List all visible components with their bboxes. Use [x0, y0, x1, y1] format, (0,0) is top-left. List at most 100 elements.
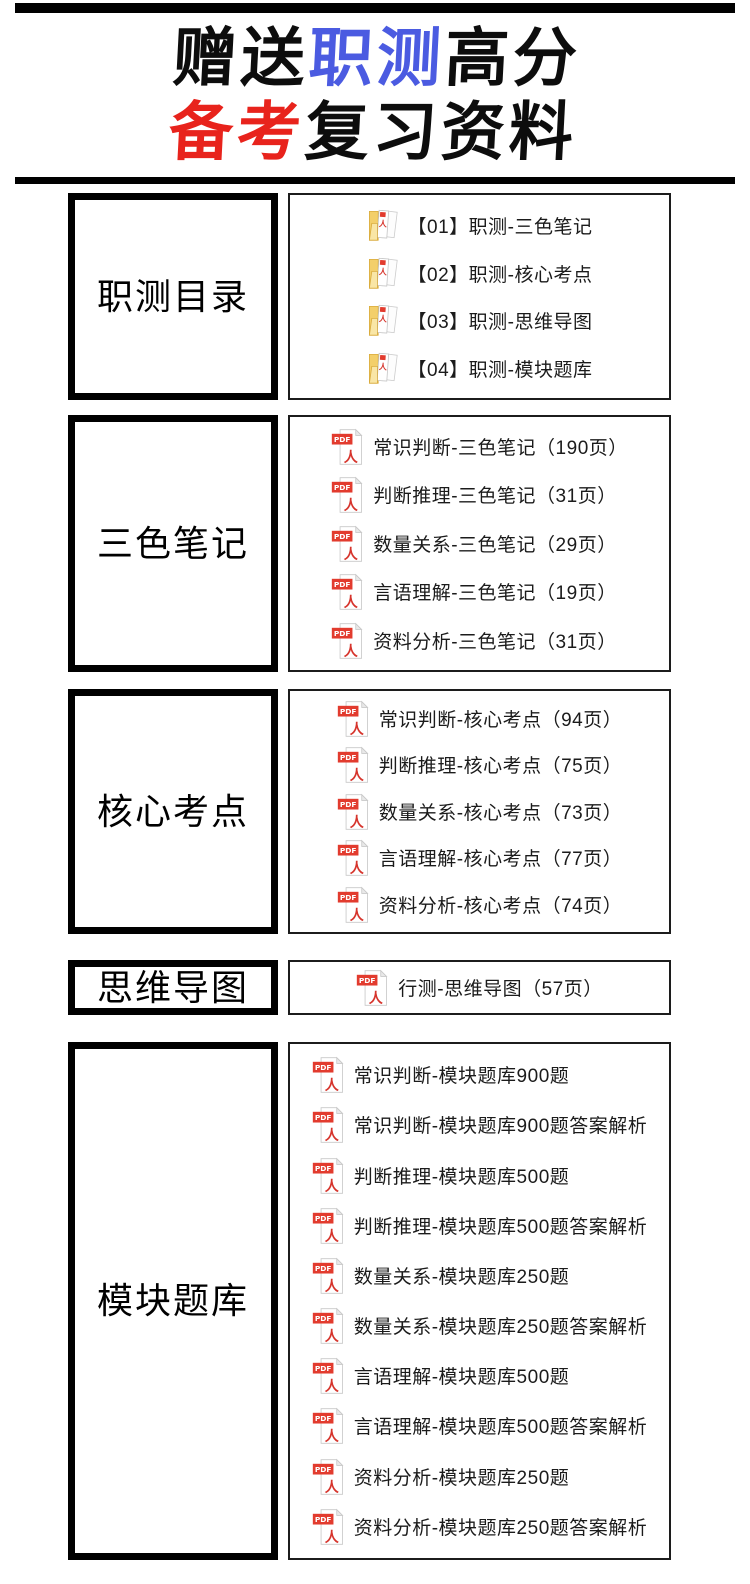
section-tricolor-notes: 三色笔记 PDF 人 常识判断-三色笔记（190页） PDF 人	[68, 415, 750, 672]
file-item: PDF 人 判断推理-三色笔记（31页）	[331, 476, 616, 514]
pdf-file-icon: PDF 人	[312, 1458, 345, 1496]
section-question-bank: 模块题库 PDF 人 常识判断-模块题库900题 PDF 人	[68, 1042, 750, 1560]
svg-text:PDF: PDF	[340, 893, 357, 902]
file-item: 人 【04】职测-模块题库	[367, 350, 593, 386]
file-name: 【01】职测-三色笔记	[407, 216, 593, 238]
title-part-highlight-red: 备考	[167, 96, 307, 168]
pdf-file-icon: PDF 人	[331, 622, 364, 660]
svg-text:人: 人	[325, 1328, 340, 1344]
file-name: 资料分析-核心考点（74页）	[378, 895, 623, 917]
file-item: PDF 人 言语理解-核心考点（77页）	[337, 839, 622, 877]
section-label-box: 模块题库	[68, 1042, 278, 1560]
svg-text:人: 人	[325, 1077, 340, 1093]
svg-text:PDF: PDF	[334, 435, 351, 444]
svg-text:PDF: PDF	[340, 846, 357, 855]
file-name: 数量关系-模块题库250题答案解析	[353, 1317, 648, 1339]
svg-text:PDF: PDF	[315, 1264, 332, 1273]
section-label: 职测目录	[96, 276, 249, 317]
svg-text:人: 人	[325, 1529, 340, 1545]
svg-text:PDF: PDF	[334, 483, 351, 492]
file-name: 言语理解-核心考点（77页）	[378, 849, 623, 870]
svg-text:人: 人	[378, 314, 388, 325]
file-item: PDF 人 数量关系-模块题库250题答案解析	[312, 1307, 648, 1345]
svg-text:PDF: PDF	[315, 1063, 332, 1072]
file-item: PDF 人 资料分析-核心考点（74页）	[337, 886, 622, 924]
pdf-file-icon: PDF 人	[312, 1257, 345, 1295]
file-name: 判断推理-三色笔记（31页）	[373, 486, 617, 507]
svg-text:人: 人	[344, 497, 359, 513]
svg-text:PDF: PDF	[315, 1364, 332, 1373]
pdf-file-icon: PDF 人	[331, 428, 364, 466]
pdf-file-icon: PDF 人	[312, 1207, 345, 1245]
section-label-box: 三色笔记	[68, 415, 278, 672]
svg-text:人: 人	[325, 1478, 340, 1494]
svg-text:PDF: PDF	[334, 629, 351, 638]
file-item: PDF 人 判断推理-核心考点（75页）	[337, 746, 622, 784]
pdf-file-icon: PDF 人	[331, 476, 364, 514]
section-mind-maps: 思维导图 PDF 人 行测-思维导图（57页）	[68, 960, 750, 1015]
section-core-points: 核心考点 PDF 人 常识判断-核心考点（94页） PDF 人	[68, 689, 750, 934]
title-line-2: 备考复习资料	[0, 95, 750, 169]
file-name: 常识判断-模块题库900题	[353, 1066, 570, 1088]
svg-text:PDF: PDF	[315, 1314, 332, 1323]
svg-text:PDF: PDF	[315, 1214, 332, 1223]
file-name: 判断推理-核心考点（75页）	[378, 756, 623, 777]
pdf-file-icon: PDF 人	[312, 1157, 345, 1195]
svg-text:PDF: PDF	[340, 707, 357, 716]
pdf-file-icon: PDF 人	[312, 1307, 345, 1345]
svg-text:人: 人	[325, 1378, 340, 1394]
file-item: PDF 人 数量关系-核心考点（73页）	[337, 793, 622, 831]
svg-text:PDF: PDF	[334, 532, 351, 541]
page-title: 赠送职测高分 备考复习资料	[0, 21, 750, 169]
header-divider-bar	[15, 177, 735, 184]
file-name: 言语理解-模块题库500题	[353, 1367, 570, 1389]
section-label-box: 核心考点	[68, 689, 278, 934]
file-name: 【02】职测-核心考点	[407, 264, 593, 286]
file-item: PDF 人 资料分析-模块题库250题答案解析	[312, 1508, 648, 1546]
file-item: PDF 人 资料分析-三色笔记（31页）	[331, 622, 616, 660]
svg-text:PDF: PDF	[315, 1113, 332, 1122]
promo-page: 赠送职测高分 备考复习资料 职测目录 人	[0, 3, 750, 1584]
file-name: 言语理解-模块题库500题答案解析	[353, 1417, 648, 1439]
top-black-bar	[15, 3, 735, 13]
pdf-folder-icon: 人	[367, 255, 399, 291]
title-part: 赠送	[171, 22, 311, 94]
file-item: PDF 人 常识判断-模块题库900题答案解析	[312, 1106, 648, 1144]
pdf-file-icon: PDF 人	[312, 1056, 345, 1094]
svg-text:人: 人	[344, 642, 359, 658]
title-part: 高分	[443, 22, 583, 94]
pdf-file-icon: PDF 人	[337, 793, 370, 831]
title-part-highlight-blue: 职测	[307, 22, 447, 94]
file-list-box: PDF 人 常识判断-模块题库900题 PDF 人 常识判断-模块题库900题答…	[288, 1042, 671, 1560]
file-list-box: PDF 人 常识判断-三色笔记（190页） PDF 人 判断推理-三色笔记（31…	[288, 415, 671, 672]
file-item: PDF 人 资料分析-模块题库250题	[312, 1458, 570, 1496]
svg-text:人: 人	[378, 362, 388, 373]
file-item: PDF 人 常识判断-三色笔记（190页）	[331, 428, 628, 466]
svg-text:人: 人	[325, 1278, 340, 1294]
pdf-folder-icon: 人	[367, 350, 399, 386]
content-sections: 职测目录 人 【01】职测-三色笔记	[0, 193, 750, 1560]
pdf-file-icon: PDF 人	[312, 1508, 345, 1546]
svg-text:PDF: PDF	[340, 753, 357, 762]
file-item: PDF 人 数量关系-三色笔记（29页）	[331, 525, 616, 563]
svg-text:人: 人	[344, 594, 359, 610]
pdf-folder-icon: 人	[367, 302, 399, 338]
svg-text:人: 人	[325, 1428, 340, 1444]
svg-text:人: 人	[378, 266, 388, 277]
file-item: PDF 人 判断推理-模块题库500题答案解析	[312, 1207, 648, 1245]
title-line-1: 赠送职测高分	[0, 21, 750, 95]
file-item: PDF 人 常识判断-模块题库900题	[312, 1056, 570, 1094]
svg-text:PDF: PDF	[315, 1515, 332, 1524]
svg-text:人: 人	[350, 906, 365, 922]
file-item: PDF 人 言语理解-模块题库500题	[312, 1357, 570, 1395]
file-item: 人 【03】职测-思维导图	[367, 302, 593, 338]
file-name: 常识判断-模块题库900题答案解析	[353, 1116, 648, 1138]
pdf-file-icon: PDF 人	[337, 886, 370, 924]
svg-text:人: 人	[378, 218, 388, 229]
file-name: 行测-思维导图（57页）	[398, 978, 603, 1000]
pdf-file-icon: PDF 人	[312, 1357, 345, 1395]
svg-text:PDF: PDF	[315, 1164, 332, 1173]
svg-text:PDF: PDF	[315, 1414, 332, 1423]
section-label: 核心考点	[96, 791, 249, 832]
svg-text:PDF: PDF	[359, 976, 376, 985]
